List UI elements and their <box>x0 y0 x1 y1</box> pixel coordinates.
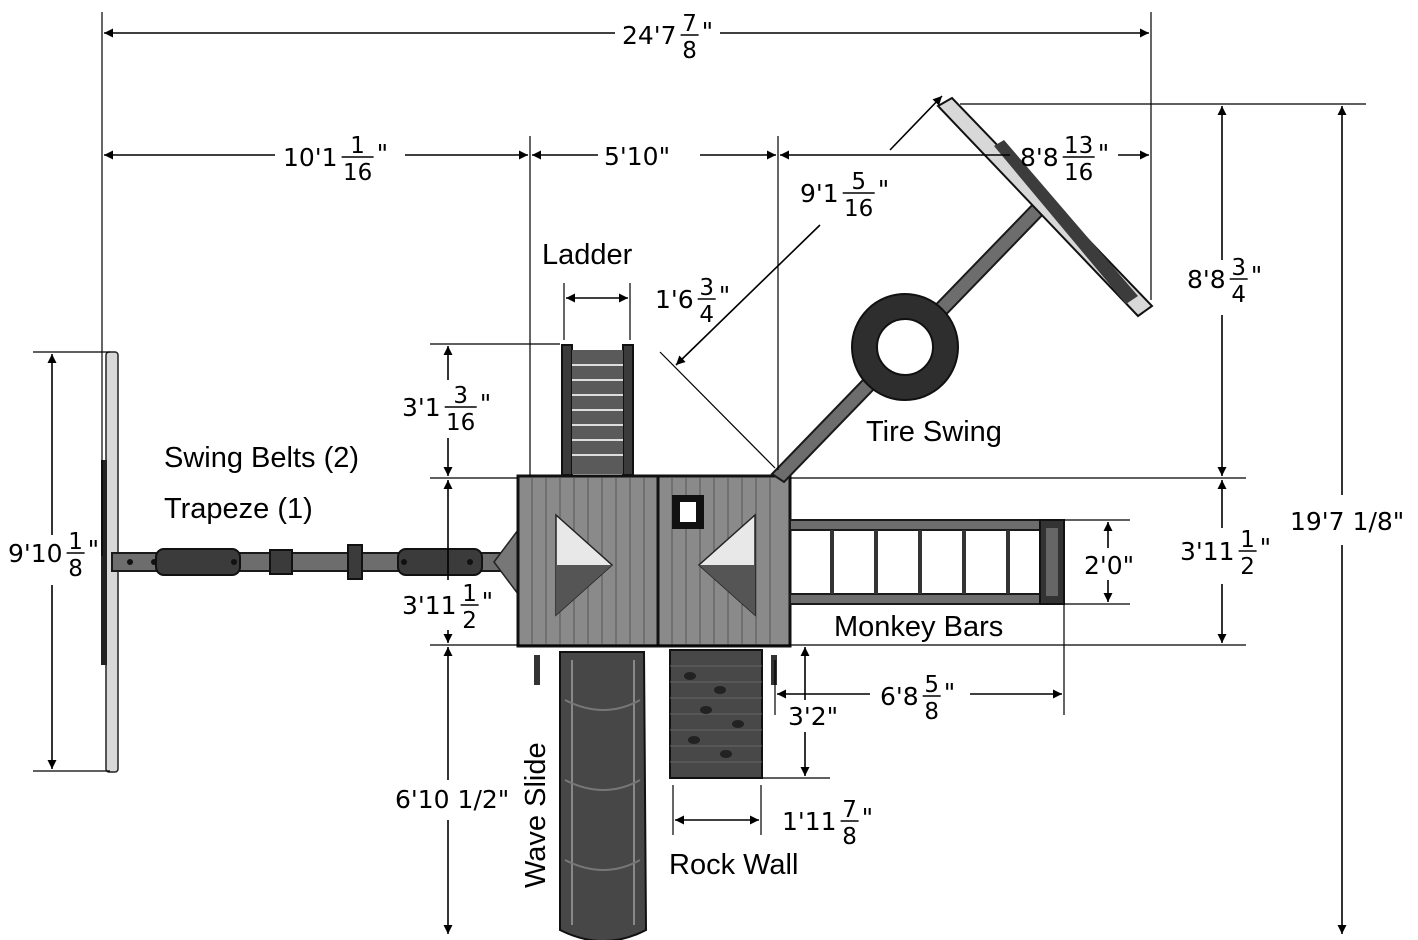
ladder-drawing <box>561 344 634 476</box>
dim-whole: 3'1 <box>402 393 441 422</box>
dim-denominator: 2 <box>1240 554 1255 580</box>
dim-monkey-width: 2'0" <box>1084 551 1134 580</box>
dim-unit: " <box>88 535 100 564</box>
label-wave-slide: Wave Slide <box>520 742 552 888</box>
tire-swing-drawing <box>770 96 1154 484</box>
dim-denominator: 8 <box>842 824 857 850</box>
monkey-bars-drawing <box>789 519 1065 605</box>
dim-unit: " <box>878 175 890 204</box>
dim-numerator: 1 <box>462 581 477 607</box>
dim-whole: 8'8 <box>1020 143 1059 172</box>
dim-numerator: 3 <box>1231 255 1246 281</box>
dim-tire-beam: 9'1 516" <box>800 169 889 222</box>
dim-whole: 8'8 <box>1187 265 1226 294</box>
dim-unit: " <box>1098 139 1110 168</box>
dim-unit: " <box>862 803 874 832</box>
dim-ladder-depth: 3'1 316" <box>402 383 491 436</box>
label-rock-wall: Rock Wall <box>669 849 798 881</box>
label-ladder: Ladder <box>542 239 633 271</box>
label-swing-belts: Swing Belts (2) <box>164 442 359 474</box>
dim-whole: 6'8 <box>880 682 919 711</box>
swing-belt <box>397 548 483 576</box>
label-monkey-bars: Monkey Bars <box>834 611 1003 643</box>
dim-whole: 3'11 <box>402 591 457 620</box>
dim-denominator: 8 <box>682 38 697 64</box>
rock-wall-drawing <box>669 649 763 779</box>
dim-whole: 1'6 <box>655 285 694 314</box>
trapeze-bar <box>269 549 293 575</box>
structure <box>101 96 1154 940</box>
dim-unit: " <box>719 281 731 310</box>
dim-denominator: 4 <box>699 302 714 328</box>
label-tire-swing: Tire Swing <box>866 416 1002 448</box>
dim-unit: " <box>377 139 389 168</box>
dim-unit: " <box>702 17 714 46</box>
dim-denominator: 4 <box>1231 282 1246 308</box>
dim-rock-offset: 3'2" <box>788 702 838 731</box>
dim-whole: 9'1 <box>800 179 839 208</box>
label-trapeze: Trapeze (1) <box>164 493 313 525</box>
dim-overall-depth: 19'7 1/8" <box>1290 507 1404 536</box>
dim-whole: 1'11 <box>782 807 837 836</box>
wave-slide-drawing <box>559 651 648 940</box>
dim-unit: " <box>482 587 494 616</box>
dim-unit: " <box>480 389 492 418</box>
dim-numerator: 3 <box>453 383 468 409</box>
swing-belt <box>155 548 241 576</box>
dim-denominator: 8 <box>924 699 939 725</box>
dim-numerator: 7 <box>842 797 857 823</box>
dim-whole: 3'11 <box>1180 537 1235 566</box>
dim-unit: " <box>944 678 956 707</box>
deck <box>516 474 792 648</box>
dim-swing-beam: 10'1 116" <box>283 133 388 186</box>
dim-whole: 24'7 <box>622 21 677 50</box>
dim-unit: " <box>1251 261 1263 290</box>
component-labels: Ladder Tire Swing Swing Belts (2) Trapez… <box>164 239 1003 888</box>
dim-numerator: 3 <box>699 275 714 301</box>
dim-denominator: 8 <box>68 556 83 582</box>
dim-whole: 9'10 <box>8 539 63 568</box>
dimension-lines <box>33 12 1366 934</box>
dim-denominator: 16 <box>1064 160 1093 186</box>
dim-numerator: 5 <box>851 169 866 195</box>
dim-numerator: 1 <box>68 529 83 555</box>
dim-numerator: 5 <box>924 672 939 698</box>
dim-numerator: 7 <box>682 11 697 37</box>
dim-whole: 10'1 <box>283 143 338 172</box>
dimension-labels: 5'10" 2'0" 19'7 1/8" 3'2" 6'10 1/2" <box>395 142 1404 814</box>
dim-denominator: 16 <box>844 196 873 222</box>
dim-denominator: 16 <box>343 160 372 186</box>
dim-deck-width: 5'10" <box>604 142 670 171</box>
dim-numerator: 1 <box>350 133 365 159</box>
dim-denominator: 2 <box>462 608 477 634</box>
dim-slide-length: 6'10 1/2" <box>395 785 509 814</box>
dim-denominator: 16 <box>446 410 475 436</box>
dim-numerator: 1 <box>1240 527 1255 553</box>
dim-unit: " <box>1260 533 1272 562</box>
dim-numerator: 13 <box>1064 133 1093 159</box>
